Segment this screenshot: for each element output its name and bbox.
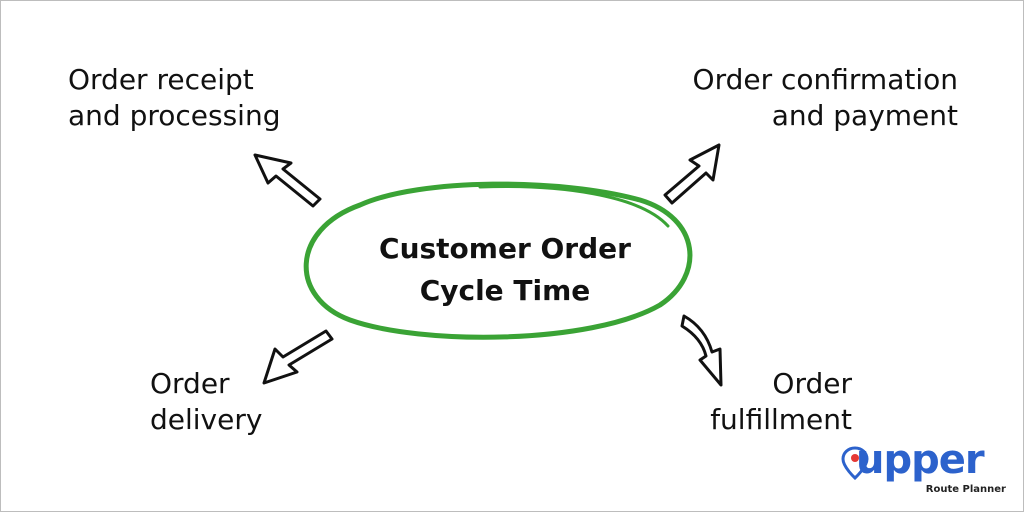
stage-order-confirmation-line1: Order confirmation (692, 63, 958, 96)
arrow-top-left-icon (253, 153, 322, 208)
center-title: Customer Order Cycle Time (330, 228, 680, 312)
stage-order-confirmation: Order confirmation and payment (693, 62, 958, 134)
stage-order-receipt: Order receipt and processing (68, 62, 280, 134)
stage-order-receipt-line2: and processing (68, 99, 281, 132)
arrow-bottom-right-icon (680, 314, 723, 387)
logo-tagline: Route Planner (925, 484, 1006, 495)
route-pin-icon (841, 446, 869, 480)
stage-order-delivery: Order delivery (150, 366, 262, 438)
stage-order-delivery-line2: delivery (150, 403, 263, 436)
center-ring (303, 181, 693, 340)
arrow-top-right-icon (663, 143, 721, 205)
upper-logo: upper Route Planner (840, 437, 1010, 504)
stage-order-fulfillment-line2: fulfillment (710, 403, 852, 436)
stage-order-fulfillment: Order fulfillment (710, 366, 852, 438)
center-title-line2: Cycle Time (419, 274, 591, 307)
stage-order-fulfillment-line1: Order (772, 367, 852, 400)
logo-wordmark: upper (856, 437, 985, 483)
arrow-bottom-left-icon (262, 329, 334, 385)
stage-order-receipt-line1: Order receipt (68, 63, 254, 96)
center-title-line1: Customer Order (379, 232, 631, 265)
stage-order-confirmation-line2: and payment (771, 99, 958, 132)
stage-order-delivery-line1: Order (150, 367, 230, 400)
